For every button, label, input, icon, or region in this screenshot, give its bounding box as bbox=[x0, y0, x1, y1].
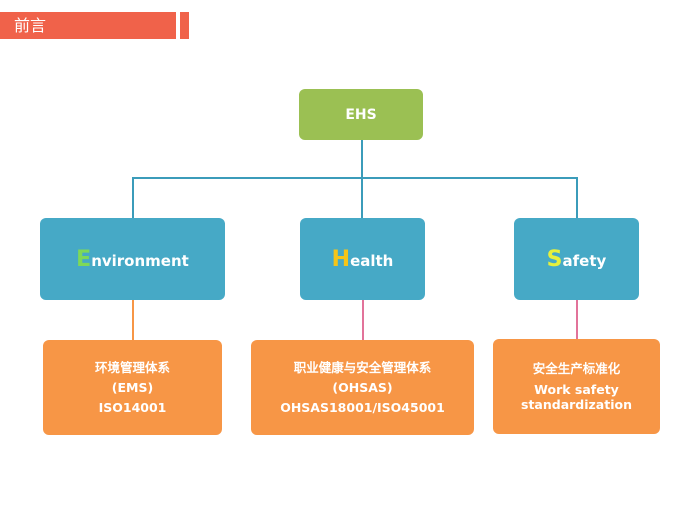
section-header: 前言 bbox=[0, 12, 176, 39]
ehs-root-node: EHS bbox=[299, 89, 423, 140]
detail-line: Work safety bbox=[534, 382, 619, 397]
detail-line: (OHSAS) bbox=[332, 379, 393, 395]
detail-line: ISO14001 bbox=[98, 399, 167, 415]
initial-letter: H bbox=[331, 246, 351, 272]
connector-health bbox=[361, 177, 363, 218]
safety-node: Safety bbox=[514, 218, 639, 300]
detail-line: (EMS) bbox=[111, 379, 154, 395]
connector-ohsas bbox=[362, 300, 364, 340]
root-label: EHS bbox=[345, 106, 377, 123]
section-title: 前言 bbox=[14, 16, 47, 35]
connector-work-safety bbox=[576, 300, 578, 339]
header-accent-bar bbox=[180, 12, 189, 39]
detail-line: 职业健康与安全管理体系 bbox=[293, 359, 432, 375]
ohsas-node: 职业健康与安全管理体系 (OHSAS) OHSAS18001/ISO45001 bbox=[251, 340, 474, 435]
connector-safety bbox=[576, 177, 578, 218]
node-label: nvironment bbox=[91, 251, 189, 270]
node-label: ealth bbox=[350, 251, 394, 270]
work-safety-node: 安全生产标准化 Work safety standardization bbox=[493, 339, 660, 434]
detail-line: 安全生产标准化 bbox=[532, 361, 621, 376]
node-label: afety bbox=[562, 251, 607, 270]
health-node: Health bbox=[300, 218, 425, 300]
detail-line: 环境管理体系 bbox=[94, 359, 170, 375]
ems-node: 环境管理体系 (EMS) ISO14001 bbox=[43, 340, 222, 435]
connector-horizontal bbox=[132, 177, 578, 179]
connector-ems bbox=[132, 300, 134, 340]
environment-node: Environment bbox=[40, 218, 225, 300]
initial-letter: E bbox=[76, 246, 92, 272]
detail-line: standardization bbox=[521, 397, 632, 412]
connector-root bbox=[361, 140, 363, 179]
initial-letter: S bbox=[546, 246, 563, 272]
connector-environment bbox=[132, 177, 134, 218]
detail-line: OHSAS18001/ISO45001 bbox=[280, 399, 445, 415]
